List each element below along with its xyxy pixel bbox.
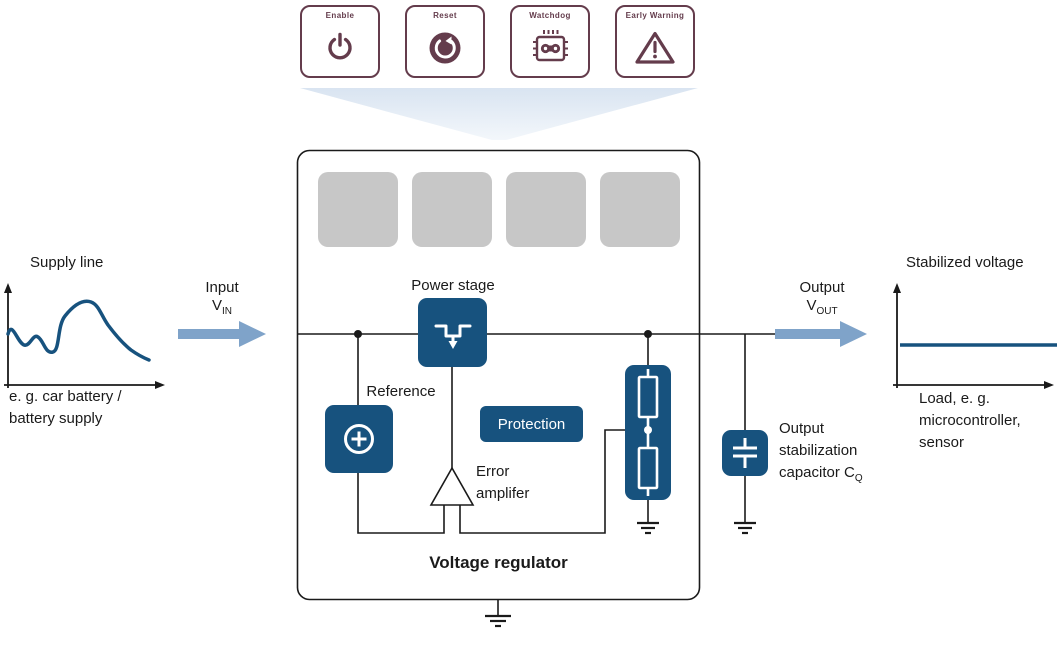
feature-slot-watchdog <box>506 172 586 247</box>
transistor-icon <box>434 324 471 349</box>
power-stage-label: Power stage <box>411 277 495 294</box>
feature-enable-label: Enable <box>325 11 355 20</box>
ground-icon <box>485 614 511 628</box>
error-amplifier-label: Error amplifer <box>476 461 529 505</box>
error-amplifier-symbol <box>429 466 475 506</box>
feature-watchdog-label: Watchdog <box>529 11 571 20</box>
supply-caption-line1: e. g. car battery / <box>9 388 122 405</box>
feature-slot-reset <box>412 172 492 247</box>
output-capacitor-label-line3: capacitor CQ <box>779 464 863 484</box>
capacitor-icon <box>733 438 757 468</box>
junction-dot <box>354 330 362 338</box>
resistor-divider-icon <box>637 369 659 496</box>
watchdog-icon <box>528 20 572 76</box>
voltage-divider-block <box>625 365 671 500</box>
output-capacitor-label-line1: Output <box>779 420 825 437</box>
output-capacitor-label-line2: stabilization <box>779 442 858 459</box>
reset-icon <box>427 20 463 76</box>
supply-curve <box>6 299 151 362</box>
supply-axes <box>4 283 165 389</box>
reference-label: Reference <box>366 383 436 400</box>
feature-reset-label: Reset <box>433 11 457 20</box>
ground-icon <box>637 521 659 535</box>
supply-line-title: Supply line <box>30 254 104 271</box>
input-labels: Input VIN <box>172 279 272 321</box>
feature-watchdog: Watchdog <box>510 5 590 78</box>
stabilized-axes <box>893 283 1054 389</box>
feature-enable: Enable <box>300 5 380 78</box>
output-voltage-symbol: VOUT <box>806 297 838 317</box>
input-arrow <box>178 321 266 347</box>
protection-block: Protection <box>480 406 583 442</box>
feature-slot-enable <box>318 172 398 247</box>
supply-caption: e. g. car battery / battery supply <box>9 386 122 430</box>
voltage-regulator-title: Voltage regulator <box>429 553 568 572</box>
feature-early-warning: Early Warning <box>615 5 695 78</box>
junction-dot <box>644 330 652 338</box>
output-arrow <box>775 321 867 347</box>
stabilized-voltage-title: Stabilized voltage <box>906 254 1024 271</box>
wires <box>297 333 779 616</box>
output-labels: Output VOUT <box>767 279 877 321</box>
error-amplifier-label-line2: amplifer <box>476 485 530 502</box>
load-caption-line2: microcontroller, <box>919 412 1021 429</box>
output-capacitor-label: Output stabilization capacitor CQ <box>779 418 863 490</box>
input-voltage-symbol: VIN <box>211 297 232 317</box>
error-amplifier-label-line1: Error <box>476 463 510 480</box>
power-stage-block <box>418 298 487 367</box>
load-caption-line1: Load, e. g. <box>919 390 990 407</box>
output-label: Output <box>799 279 845 296</box>
funnel-shape <box>300 88 698 140</box>
load-caption: Load, e. g. microcontroller, sensor <box>919 388 1021 454</box>
feature-reset: Reset <box>405 5 485 78</box>
input-label: Input <box>205 279 239 296</box>
warning-icon <box>633 20 677 76</box>
feature-slot-early-warning <box>600 172 680 247</box>
reference-icon <box>344 424 374 454</box>
ground-icon <box>734 521 756 535</box>
protection-label: Protection <box>497 415 566 433</box>
output-capacitor-block <box>722 430 768 476</box>
feature-early-warning-label: Early Warning <box>625 11 685 20</box>
reference-block <box>325 405 393 473</box>
power-icon <box>323 20 357 76</box>
load-caption-line3: sensor <box>919 434 965 451</box>
supply-caption-line2: battery supply <box>9 410 103 427</box>
